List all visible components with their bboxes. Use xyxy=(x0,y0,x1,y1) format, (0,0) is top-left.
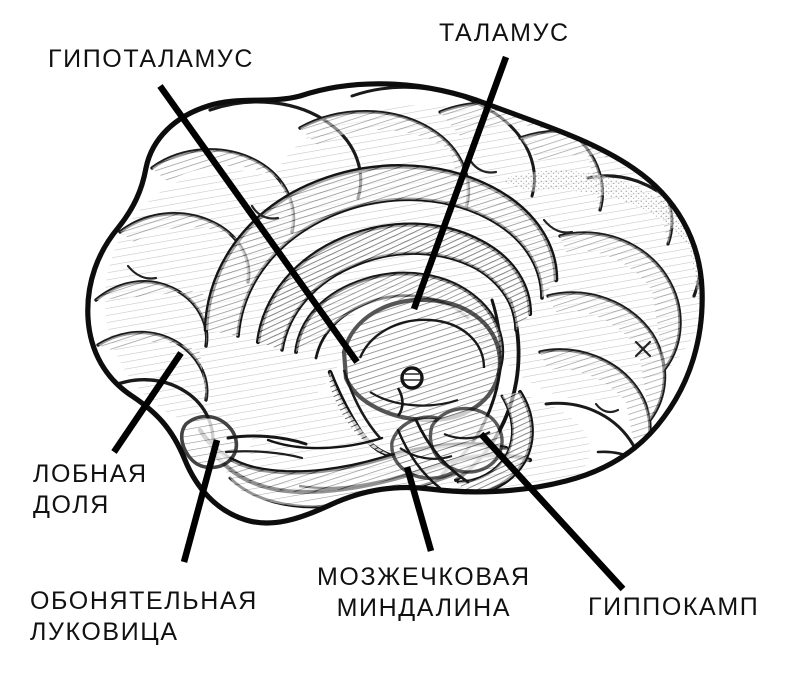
label-olfactory-bulb-line2: ЛУКОВИЦА xyxy=(30,617,179,646)
leader-line-thalamus xyxy=(410,55,510,311)
label-frontal-lobe-line2: ДОЛЯ xyxy=(33,490,110,519)
brain-outline xyxy=(85,81,705,526)
olfactory-bulb-structure xyxy=(179,414,308,470)
label-hypothalamus: ГИПОТАЛАМУС xyxy=(48,45,255,73)
thalamus-structure xyxy=(341,297,503,423)
amygdala-structure xyxy=(390,406,504,480)
leader-line-hippocampus xyxy=(478,431,626,592)
leader-line-olfactory-bulb xyxy=(180,439,221,563)
leader-line-hypothalamus xyxy=(157,84,360,364)
label-thalamus: ТАЛАМУС xyxy=(439,19,570,47)
label-frontal-lobe-line1: ЛОБНАЯ xyxy=(33,460,148,488)
label-hippocampus: ГИППОКАМП xyxy=(588,593,760,621)
leader-line-frontal-lobe xyxy=(111,351,184,454)
leader-lines xyxy=(111,55,626,592)
label-amygdala-line2: МИНДАЛИНА xyxy=(336,593,512,622)
leader-line-amygdala xyxy=(403,466,435,552)
label-amygdala-line1: МОЗЖЕЧКОВАЯ xyxy=(317,563,531,591)
label-olfactory-bulb-line1: ОБОНЯТЕЛЬНАЯ xyxy=(30,587,258,615)
hypothalamus-structure xyxy=(327,366,424,459)
